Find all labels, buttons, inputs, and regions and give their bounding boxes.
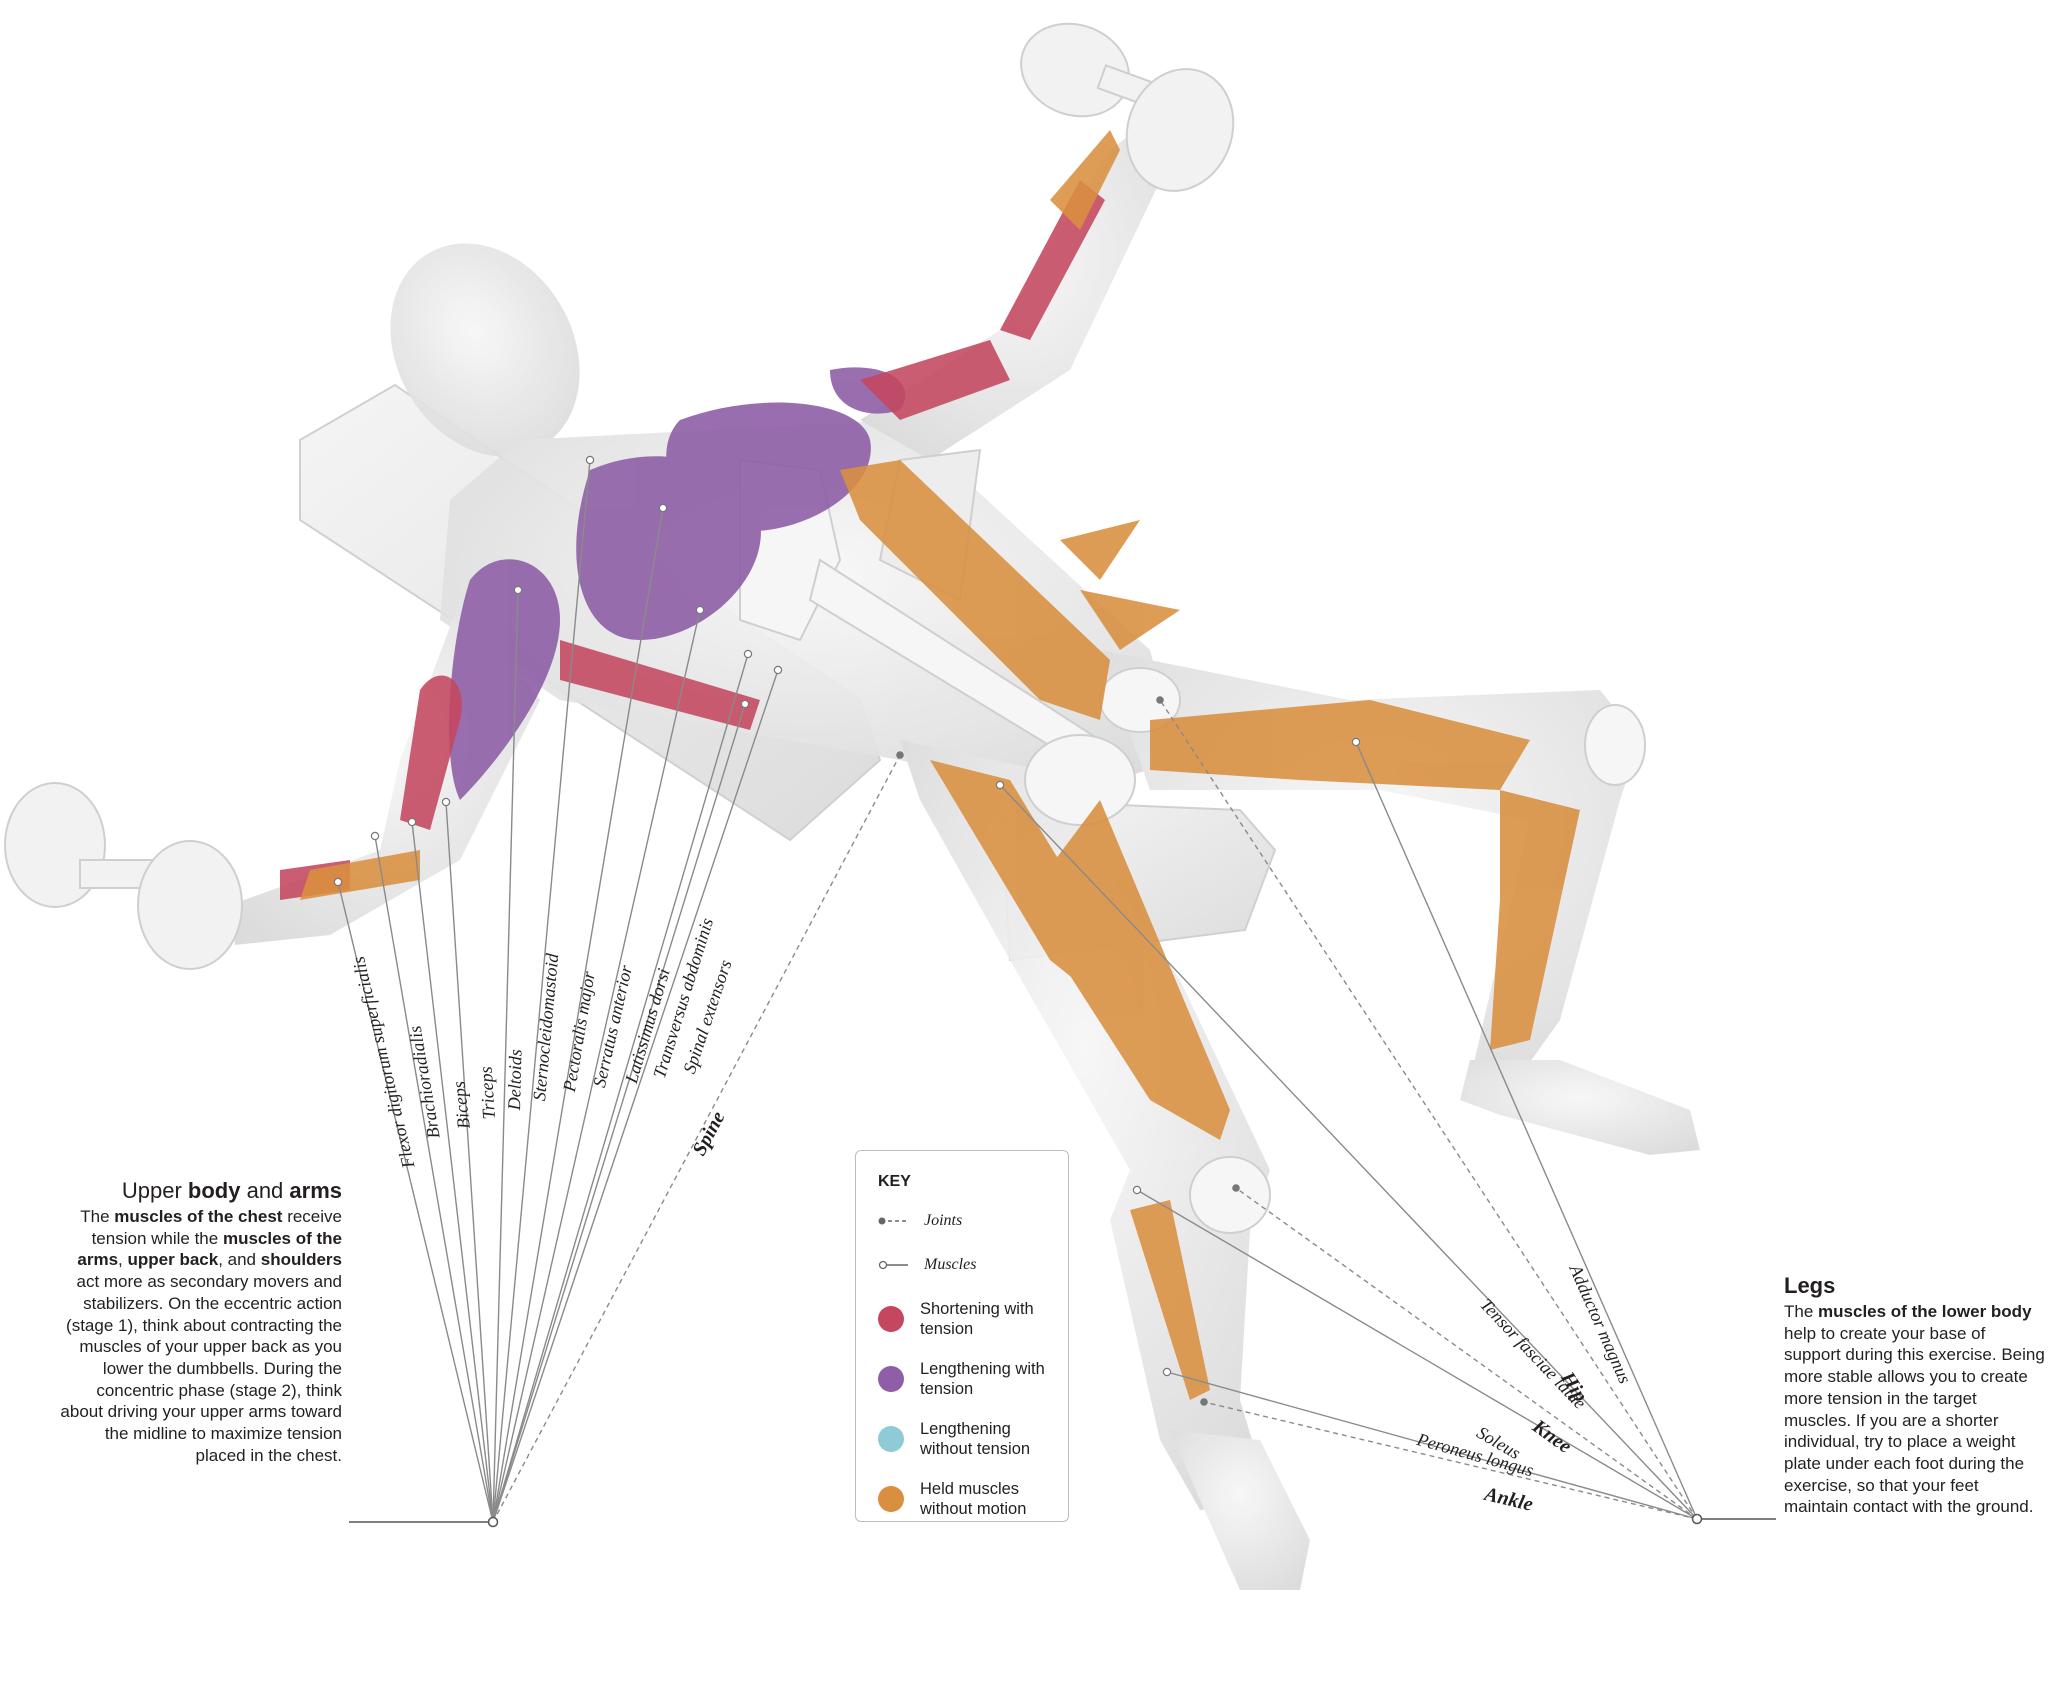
legs-heading: Legs	[1784, 1273, 1836, 1298]
muscle-leader-line	[411, 821, 494, 1523]
muscle-leader-line	[492, 669, 779, 1523]
leader-anchor-dot	[513, 585, 523, 595]
upper-label: Triceps	[475, 1065, 499, 1121]
leader-anchor-dot	[1351, 737, 1361, 747]
muscle-leader-line	[999, 784, 1698, 1520]
upper-label: Deltoids	[504, 1048, 526, 1111]
leader-anchor-dot	[1162, 1367, 1172, 1377]
swatch-icon	[878, 1366, 904, 1392]
leader-anchor-dot	[407, 817, 417, 827]
joint-leader-line	[1159, 699, 1698, 1520]
leader-anchor-dot	[1132, 1185, 1142, 1195]
muscle-leader-line	[1136, 1189, 1698, 1520]
key-joints-label: Joints	[924, 1212, 963, 1229]
muscle-leader-line	[492, 703, 746, 1523]
leader-anchor-dot	[1200, 1398, 1208, 1406]
muscle-leader-line	[492, 507, 664, 1523]
legs-description: Legs The muscles of the lower body help …	[1784, 1273, 2046, 1518]
upper-body-description: Upper body and arms The muscles of the c…	[60, 1178, 342, 1466]
muscles-held	[300, 130, 1580, 1400]
solid-line-icon	[878, 1260, 908, 1270]
joint-leader-line	[1235, 1187, 1698, 1520]
muscle-leader-line	[1355, 741, 1698, 1520]
key-muscles: Muscles	[878, 1255, 976, 1275]
key-item-lengthening-no-tension: Lengthening without tension	[878, 1419, 1060, 1459]
muscle-leader-line	[492, 609, 701, 1523]
muscle-leader-line	[374, 835, 494, 1523]
leader-anchor-dot	[585, 455, 595, 465]
muscle-leader-line	[1166, 1371, 1698, 1520]
dumbbell-lower	[4, 782, 243, 970]
leader-anchor-dot	[1232, 1184, 1240, 1192]
key-muscles-label: Muscles	[924, 1256, 977, 1273]
leader-anchor-dot	[695, 605, 705, 615]
swatch-icon	[878, 1486, 904, 1512]
key-joints: Joints	[878, 1211, 962, 1231]
leader-anchor-dot	[1156, 696, 1164, 704]
muscles-shortening	[280, 180, 1105, 900]
key-item-held: Held muscles without motion	[878, 1479, 1060, 1519]
muscle-leader-line	[445, 801, 494, 1523]
dashed-line-icon	[878, 1217, 908, 1225]
muscle-leader-line	[492, 653, 749, 1523]
leader-anchor-dot	[658, 503, 668, 513]
key-item-shortening: Shortening with tension	[878, 1299, 1060, 1339]
muscle-leader-line	[492, 459, 591, 1523]
joint-leader-line	[1203, 1401, 1698, 1520]
legend-key: KEY Joints Muscles Shortening with tensi…	[855, 1150, 1069, 1522]
upper-paragraph: The muscles of the chest receive tension…	[60, 1207, 342, 1465]
leader-anchor-dot	[370, 831, 380, 841]
lower-hub	[1691, 1513, 1776, 1525]
upper-heading: Upper body and arms	[121, 1178, 342, 1203]
leader-lines	[333, 455, 1698, 1523]
leader-anchor-dot	[773, 665, 783, 675]
key-item-lengthening-tension: Lengthening with tension	[878, 1359, 1060, 1399]
leader-anchor-dot	[333, 877, 343, 887]
swatch-icon	[878, 1426, 904, 1452]
muscle-leader-line	[337, 881, 494, 1523]
leader-anchor-dot	[896, 751, 904, 759]
swatch-icon	[878, 1306, 904, 1332]
upper-hub	[349, 1516, 499, 1528]
leader-anchor-dot	[740, 699, 750, 709]
leader-anchor-dot	[743, 649, 753, 659]
joint-leader-line	[492, 754, 901, 1523]
muscle-leader-line	[492, 589, 519, 1523]
leader-anchor-dot	[995, 780, 1005, 790]
muscles-lengthening	[449, 367, 906, 800]
leader-anchor-dot	[441, 797, 451, 807]
key-title: KEY	[878, 1173, 911, 1190]
dumbbell-upper	[1020, 22, 1235, 192]
legs-paragraph: The muscles of the lower body help to cr…	[1784, 1302, 2045, 1517]
